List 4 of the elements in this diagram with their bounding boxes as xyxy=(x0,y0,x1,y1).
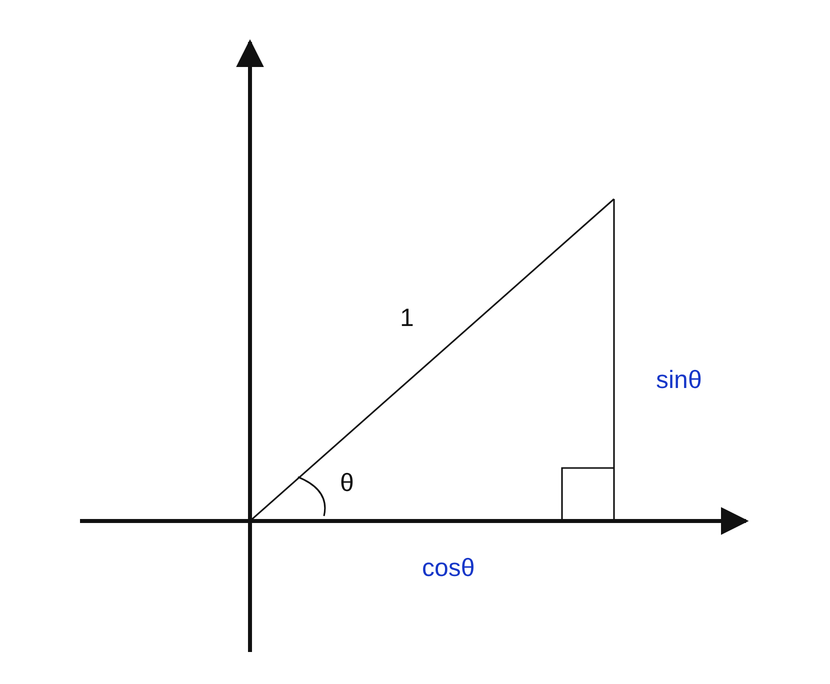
angle-label: θ xyxy=(340,471,354,496)
side-length-label: 1 xyxy=(400,306,414,331)
side-length-label: sinθ xyxy=(656,368,702,393)
side-length-label: cosθ xyxy=(422,556,475,581)
